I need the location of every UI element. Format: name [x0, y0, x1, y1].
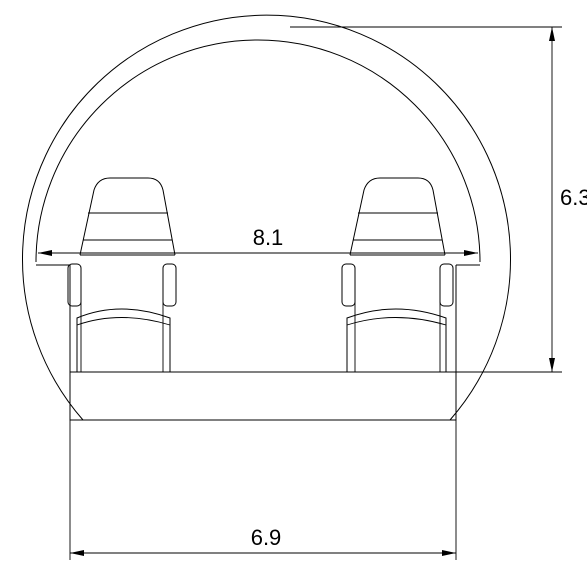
dimension-inner-width: 8.1: [38, 225, 478, 256]
left-vehicle-roof: [79, 177, 176, 256]
dimension-height: 6.3: [290, 26, 587, 373]
dimension-label-base-width: 6.9: [251, 525, 282, 550]
right-vehicle-mirror-right: [439, 263, 454, 307]
right-vehicle-hood: [346, 308, 447, 372]
left-vehicle-mirror-right: [162, 263, 177, 307]
dimension-base-width: 6.9: [69, 420, 457, 560]
right-vehicle-mirror-left: [341, 263, 356, 307]
floor-slab: [69, 371, 457, 421]
right-vehicle: [341, 177, 454, 372]
left-vehicle-hood: [76, 308, 171, 372]
inner-lining: [35, 39, 481, 263]
outer-lining: [22, 14, 511, 421]
left-vehicle: [67, 177, 177, 372]
right-vehicle-roof: [349, 177, 446, 256]
dimension-label-height: 6.3: [560, 185, 587, 210]
dimension-label-inner-width: 8.1: [253, 225, 284, 250]
